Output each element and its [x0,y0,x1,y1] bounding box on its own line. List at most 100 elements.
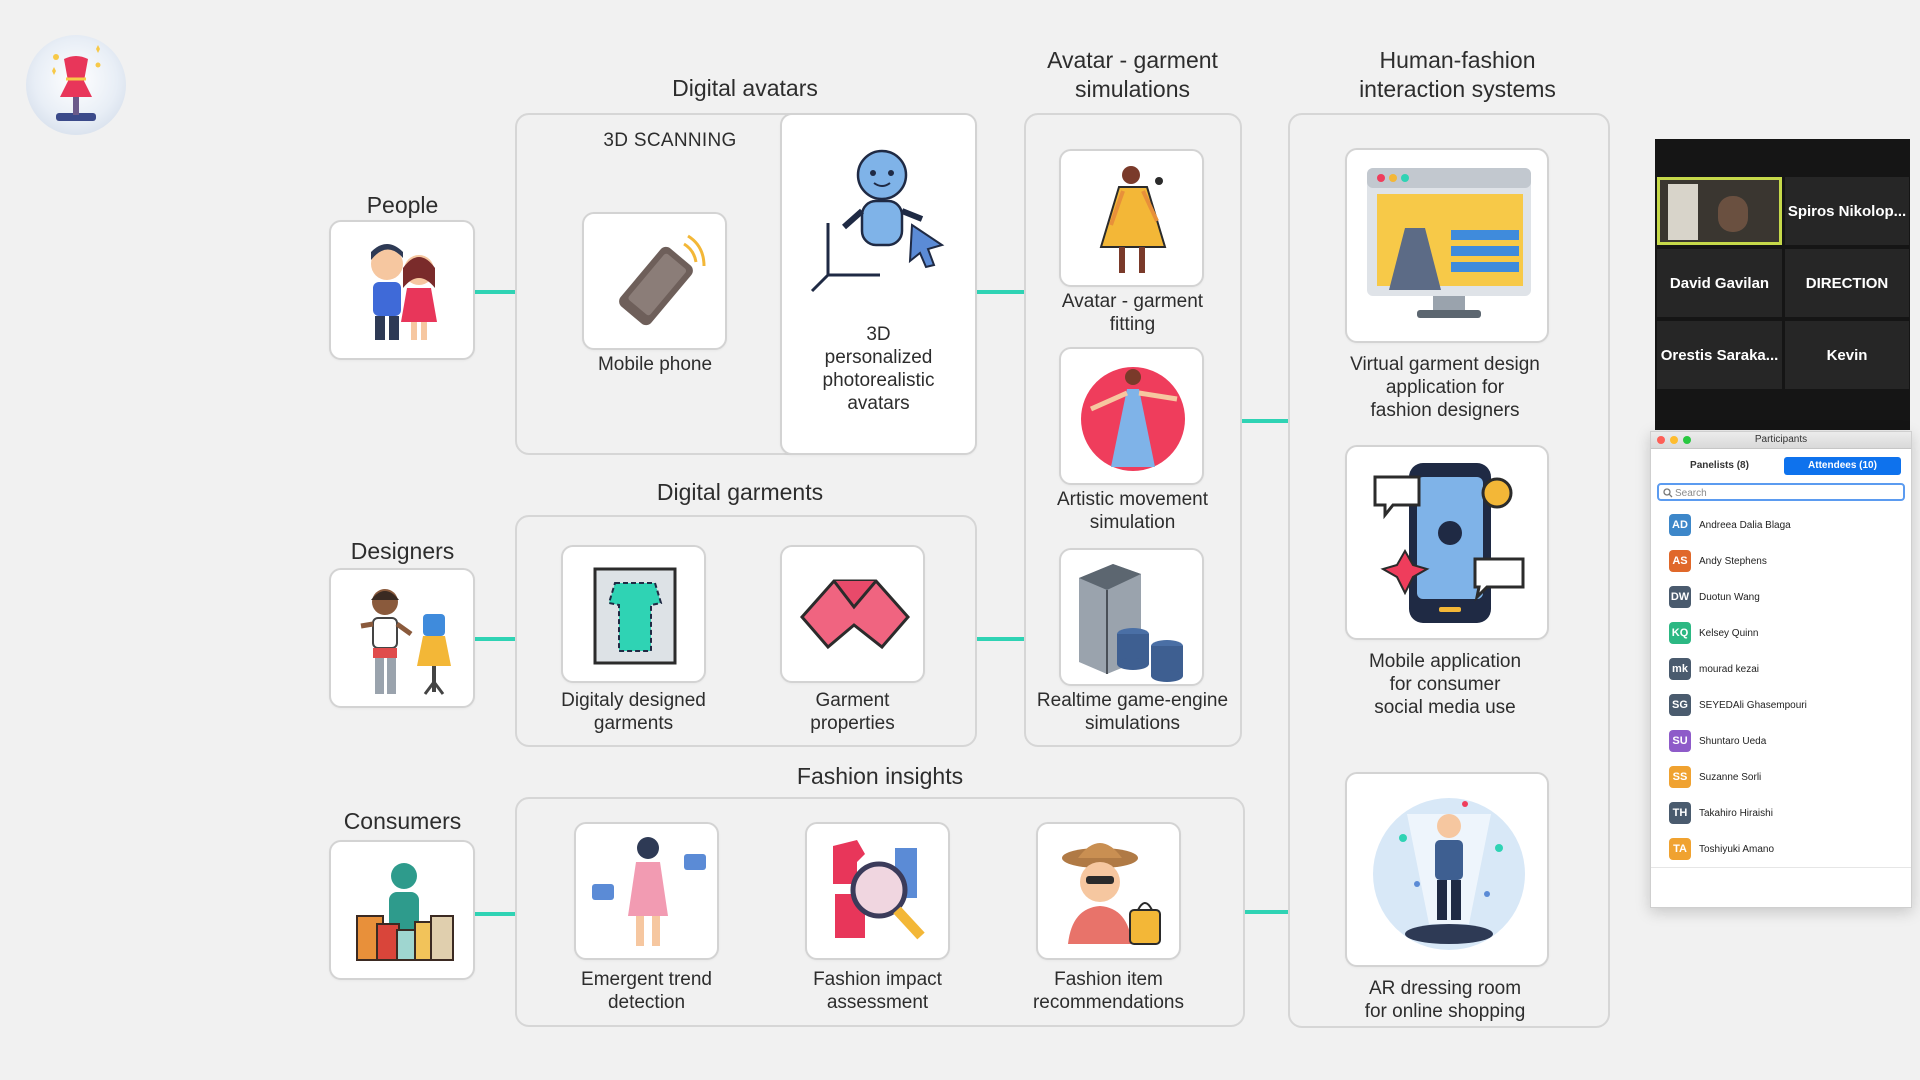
avatar: AS [1669,550,1691,572]
app-logo [26,35,126,135]
mobile-phone-label: Mobile phone [597,354,713,375]
garment-properties-card [780,545,925,683]
close-window-button[interactable] [1657,436,1665,444]
mannequin-icon [52,45,101,121]
ar-hologram-icon [1373,798,1525,950]
fashion-insights-header: Fashion insights [796,763,964,789]
dancer-icon [1081,367,1185,471]
server-database-icon [1079,564,1183,682]
avatars-3d-card [780,113,977,455]
attendee-name: Andreea Dalia Blaga [1699,519,1791,531]
participants-panel: Participants Panelists (8) Attendees (10… [1650,431,1912,908]
connector [1245,910,1288,914]
list-item[interactable]: TA Toshiyuki Amano [1651,831,1911,868]
mobile-phone-card [582,212,727,350]
active-speaker-video[interactable] [1657,177,1782,245]
attendee-name: Toshiyuki Amano [1699,843,1775,855]
video-tile-name[interactable]: Spiros Nikolop... [1785,177,1909,245]
emergent-trend-label: Emergent trend detection [581,969,712,1013]
avatar: AD [1669,514,1691,536]
realtime-engine-card [1059,548,1204,686]
connector [977,290,1024,294]
scanning-label: 3D SCANNING [603,130,737,151]
video-tile-name[interactable]: David Gavilan [1657,249,1782,317]
participants-title: Participants [1754,434,1808,445]
fashion-item-card [1036,822,1181,960]
virtual-garment-card [1345,148,1549,343]
connector [475,637,515,641]
video-tile-name[interactable]: Orestis Saraka... [1657,321,1782,389]
avatar: SG [1669,694,1691,716]
attendee-name: Kelsey Quinn [1699,627,1759,639]
avatars-3d-label: 3D personalized photorealistic avatars [822,324,935,414]
attendee-name: Duotun Wang [1699,591,1760,603]
consumers-card [329,840,475,980]
pattern-icon [593,567,677,665]
connector [1242,419,1288,423]
designers-header: Designers [350,538,455,564]
connector [475,912,515,916]
participants-tabs: Panelists (8) Attendees (10) [1651,449,1911,475]
video-tile-name[interactable]: DIRECTION [1785,249,1909,317]
designers-card [329,568,475,708]
people-card [329,220,475,360]
virtual-garment-label: Virtual garment design application for f… [1350,354,1540,421]
digitaly-designed-label: Digitaly designed garments [561,690,706,734]
couple-icon [371,244,437,340]
search-icon [1663,488,1673,498]
digitaly-designed-card [561,545,706,683]
consumers-header: Consumers [343,808,462,834]
digital-garments-header: Digital garments [656,479,824,505]
connector [475,290,515,294]
attendee-name: mourad kezai [1699,663,1760,675]
people-header: People [366,192,439,218]
attendee-name: Shuntaro Ueda [1699,735,1767,747]
magnifier-clothes-icon [833,840,925,940]
fabric-icon [800,579,910,650]
avatar: SU [1669,730,1691,752]
emergent-trend-card [574,822,719,960]
zoom-window-button[interactable] [1683,436,1691,444]
connector [977,637,1024,641]
realtime-engine-label: Realtime game-engine simulations [1036,690,1229,734]
mobile-app-label: Mobile application for consumer social m… [1368,651,1522,718]
human-fashion-header: Human-fashion interaction systems [1359,47,1556,102]
video-gallery: Spiros Nikolop... David Gavilan DIRECTIO… [1655,139,1910,430]
avatar: TH [1669,802,1691,824]
video-window-background [1668,184,1698,240]
list-item[interactable]: SS Suzanne Sorli [1651,759,1911,795]
participants-titlebar: Participants [1651,432,1911,449]
fashion-item-label: Fashion item recommendations [1032,969,1185,1013]
designer-icon [360,589,451,695]
attendee-name: Suzanne Sorli [1699,771,1762,783]
mobile-app-card [1345,445,1549,640]
search-placeholder: Search [1675,488,1707,499]
minimize-window-button[interactable] [1670,436,1678,444]
monitor-dress-icon [1367,168,1531,318]
search-input[interactable]: Search [1657,483,1905,501]
list-item[interactable]: SU Shuntaro Ueda [1651,723,1911,759]
tab-attendees[interactable]: Attendees (10) [1784,457,1901,475]
avatar-garment-sim-header: Avatar - garment simulations [1047,47,1218,102]
ar-dressing-card [1345,772,1549,967]
garment-properties-label: Garment properties [810,690,895,734]
dress-fitting-icon [1099,166,1167,273]
artistic-movement-card [1059,347,1204,485]
fashion-impact-label: Fashion impact assessment [813,969,942,1013]
tab-panelists[interactable]: Panelists (8) [1690,460,1749,471]
avatar: SS [1669,766,1691,788]
video-tile-name[interactable]: Kevin [1785,321,1909,389]
avatar-icon [810,149,945,293]
avatar: TA [1669,838,1691,860]
list-item[interactable]: AD Andreea Dalia Blaga [1651,507,1911,543]
ar-dressing-label: AR dressing room for online shopping [1364,978,1526,1022]
shopper-icon [356,863,454,961]
avatar-fitting-card [1059,149,1204,287]
